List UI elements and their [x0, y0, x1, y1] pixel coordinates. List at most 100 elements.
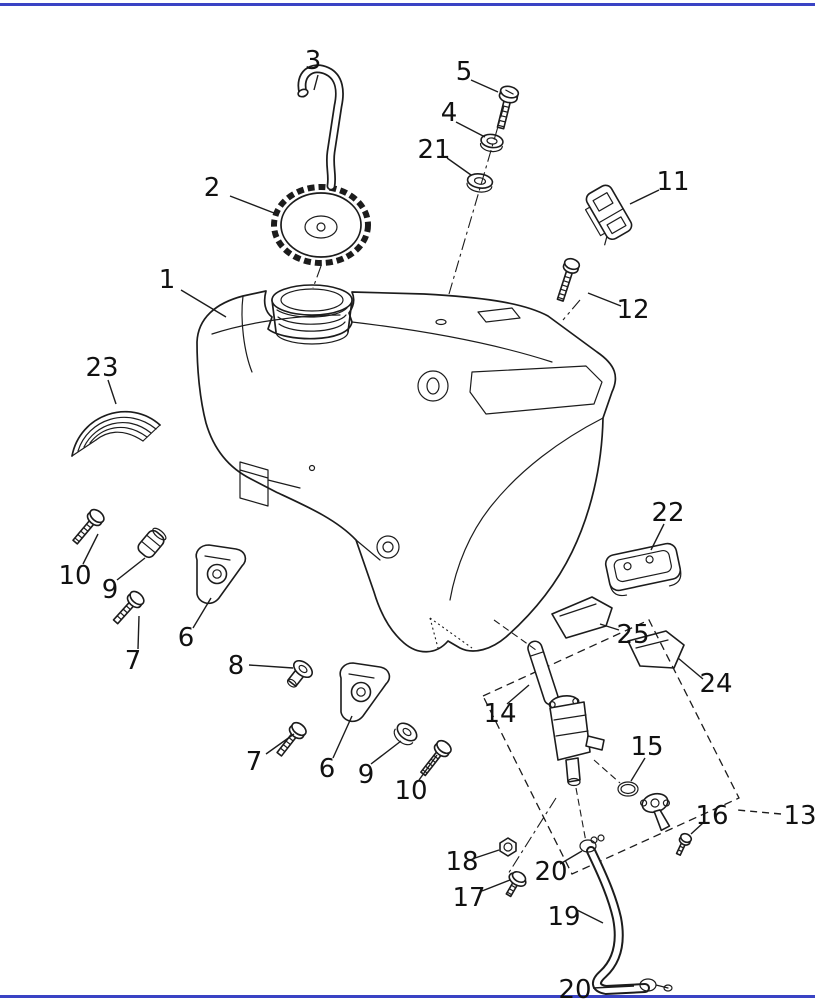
leader-25	[599, 623, 620, 631]
damper-9-lower	[393, 722, 418, 746]
screw-16	[675, 832, 693, 856]
centerline-0	[448, 105, 505, 295]
top-border-line	[0, 3, 815, 6]
tank-vent-bolt-set	[466, 85, 520, 193]
callout-9-lower: 9	[358, 760, 375, 790]
leader-19	[576, 909, 604, 924]
leader-6-upper	[192, 597, 212, 629]
mount-set-upper	[72, 508, 247, 625]
leader-10-upper	[82, 533, 99, 565]
leader-7-upper	[137, 615, 140, 650]
callout-6-lower: 6	[319, 754, 336, 784]
bolt-17	[505, 870, 527, 898]
centerline-5	[593, 759, 621, 784]
callout-17: 17	[452, 883, 485, 913]
leader-11	[629, 189, 660, 205]
callout-6-upper: 6	[178, 623, 195, 653]
callout-10-lower: 10	[394, 776, 427, 806]
callout-1: 1	[159, 265, 176, 295]
damper-9-upper	[137, 527, 167, 559]
heat-shield-25	[551, 596, 613, 639]
callout-2: 2	[204, 173, 221, 203]
callout-3: 3	[305, 46, 322, 76]
callout-13: 13	[783, 801, 815, 831]
leader-3	[313, 74, 319, 91]
callout-25: 25	[616, 620, 649, 650]
callout-24: 24	[699, 669, 732, 699]
bracket-6-lower	[339, 662, 391, 723]
callout-7-upper: 7	[125, 646, 142, 676]
o-ring-15	[617, 781, 639, 797]
centerline-3	[507, 797, 557, 875]
callout-10-upper: 10	[58, 561, 91, 591]
nut-18	[499, 837, 517, 857]
hose-clamp-20-lower	[639, 978, 673, 992]
fuel-cap	[271, 184, 371, 266]
leader-24	[677, 657, 704, 680]
callout-15: 15	[630, 732, 663, 762]
bolt-7-lower	[276, 721, 307, 757]
callout-22: 22	[651, 498, 684, 528]
assembly-group-outline	[482, 619, 740, 875]
leader-lines-layer	[82, 74, 782, 989]
leader-16	[690, 822, 704, 835]
callout-19: 19	[547, 902, 580, 932]
bracket-6-upper	[195, 544, 247, 605]
breather-hose	[297, 64, 344, 191]
leader-9-lower	[370, 740, 402, 765]
callout-5: 5	[456, 57, 473, 87]
callout-12: 12	[616, 295, 649, 325]
leader-13	[736, 809, 782, 815]
leader-4	[455, 121, 486, 138]
leader-18	[474, 849, 500, 859]
bracket-22	[604, 542, 682, 597]
centerline-1	[312, 265, 322, 289]
centerline-2	[562, 299, 581, 321]
callout-11: 11	[656, 167, 689, 197]
rubber-guard-23	[71, 410, 161, 457]
collar-8	[286, 659, 313, 688]
callout-21: 21	[417, 135, 450, 165]
fuel-pipe-14	[527, 640, 559, 706]
washer-21	[466, 173, 494, 193]
leader-6-lower	[332, 715, 353, 759]
leader-1	[180, 289, 227, 318]
filler-neck	[271, 284, 353, 345]
bolt-5	[496, 85, 520, 130]
leader-9-upper	[116, 557, 146, 581]
clamp-bracket-11	[584, 184, 633, 246]
fuel-hose-19	[579, 834, 673, 996]
leader-7-lower	[265, 733, 295, 755]
leader-2	[229, 195, 275, 214]
leader-17	[481, 879, 511, 892]
centerline-4	[493, 619, 537, 651]
callout-4: 4	[441, 98, 458, 128]
leader-14	[506, 684, 530, 705]
fuel-tank-body	[196, 284, 617, 653]
leader-20-lower	[592, 985, 635, 989]
callout-20-upper: 20	[534, 857, 567, 887]
fuel-cock-body	[548, 694, 605, 787]
leader-10-lower	[418, 754, 438, 781]
leader-21	[446, 157, 472, 176]
leader-15	[630, 757, 646, 782]
hose-clamp-20-upper	[579, 834, 605, 853]
callout-14: 14	[483, 699, 516, 729]
callout-8: 8	[228, 651, 245, 681]
callout-16: 16	[695, 801, 728, 831]
callout-7-lower: 7	[246, 747, 263, 777]
callout-9-upper: 9	[102, 575, 119, 605]
bolt-12	[556, 257, 581, 302]
fuel-cock-lever	[639, 792, 671, 832]
callout-23: 23	[85, 353, 118, 383]
leader-23	[107, 379, 117, 405]
leader-20-upper	[559, 850, 583, 865]
bolt-10-upper	[72, 508, 105, 545]
callout-18: 18	[445, 847, 478, 877]
mount-set-lower	[276, 662, 452, 777]
bolt-7-upper	[112, 590, 145, 625]
callout-20-lower: 20	[558, 975, 591, 1000]
